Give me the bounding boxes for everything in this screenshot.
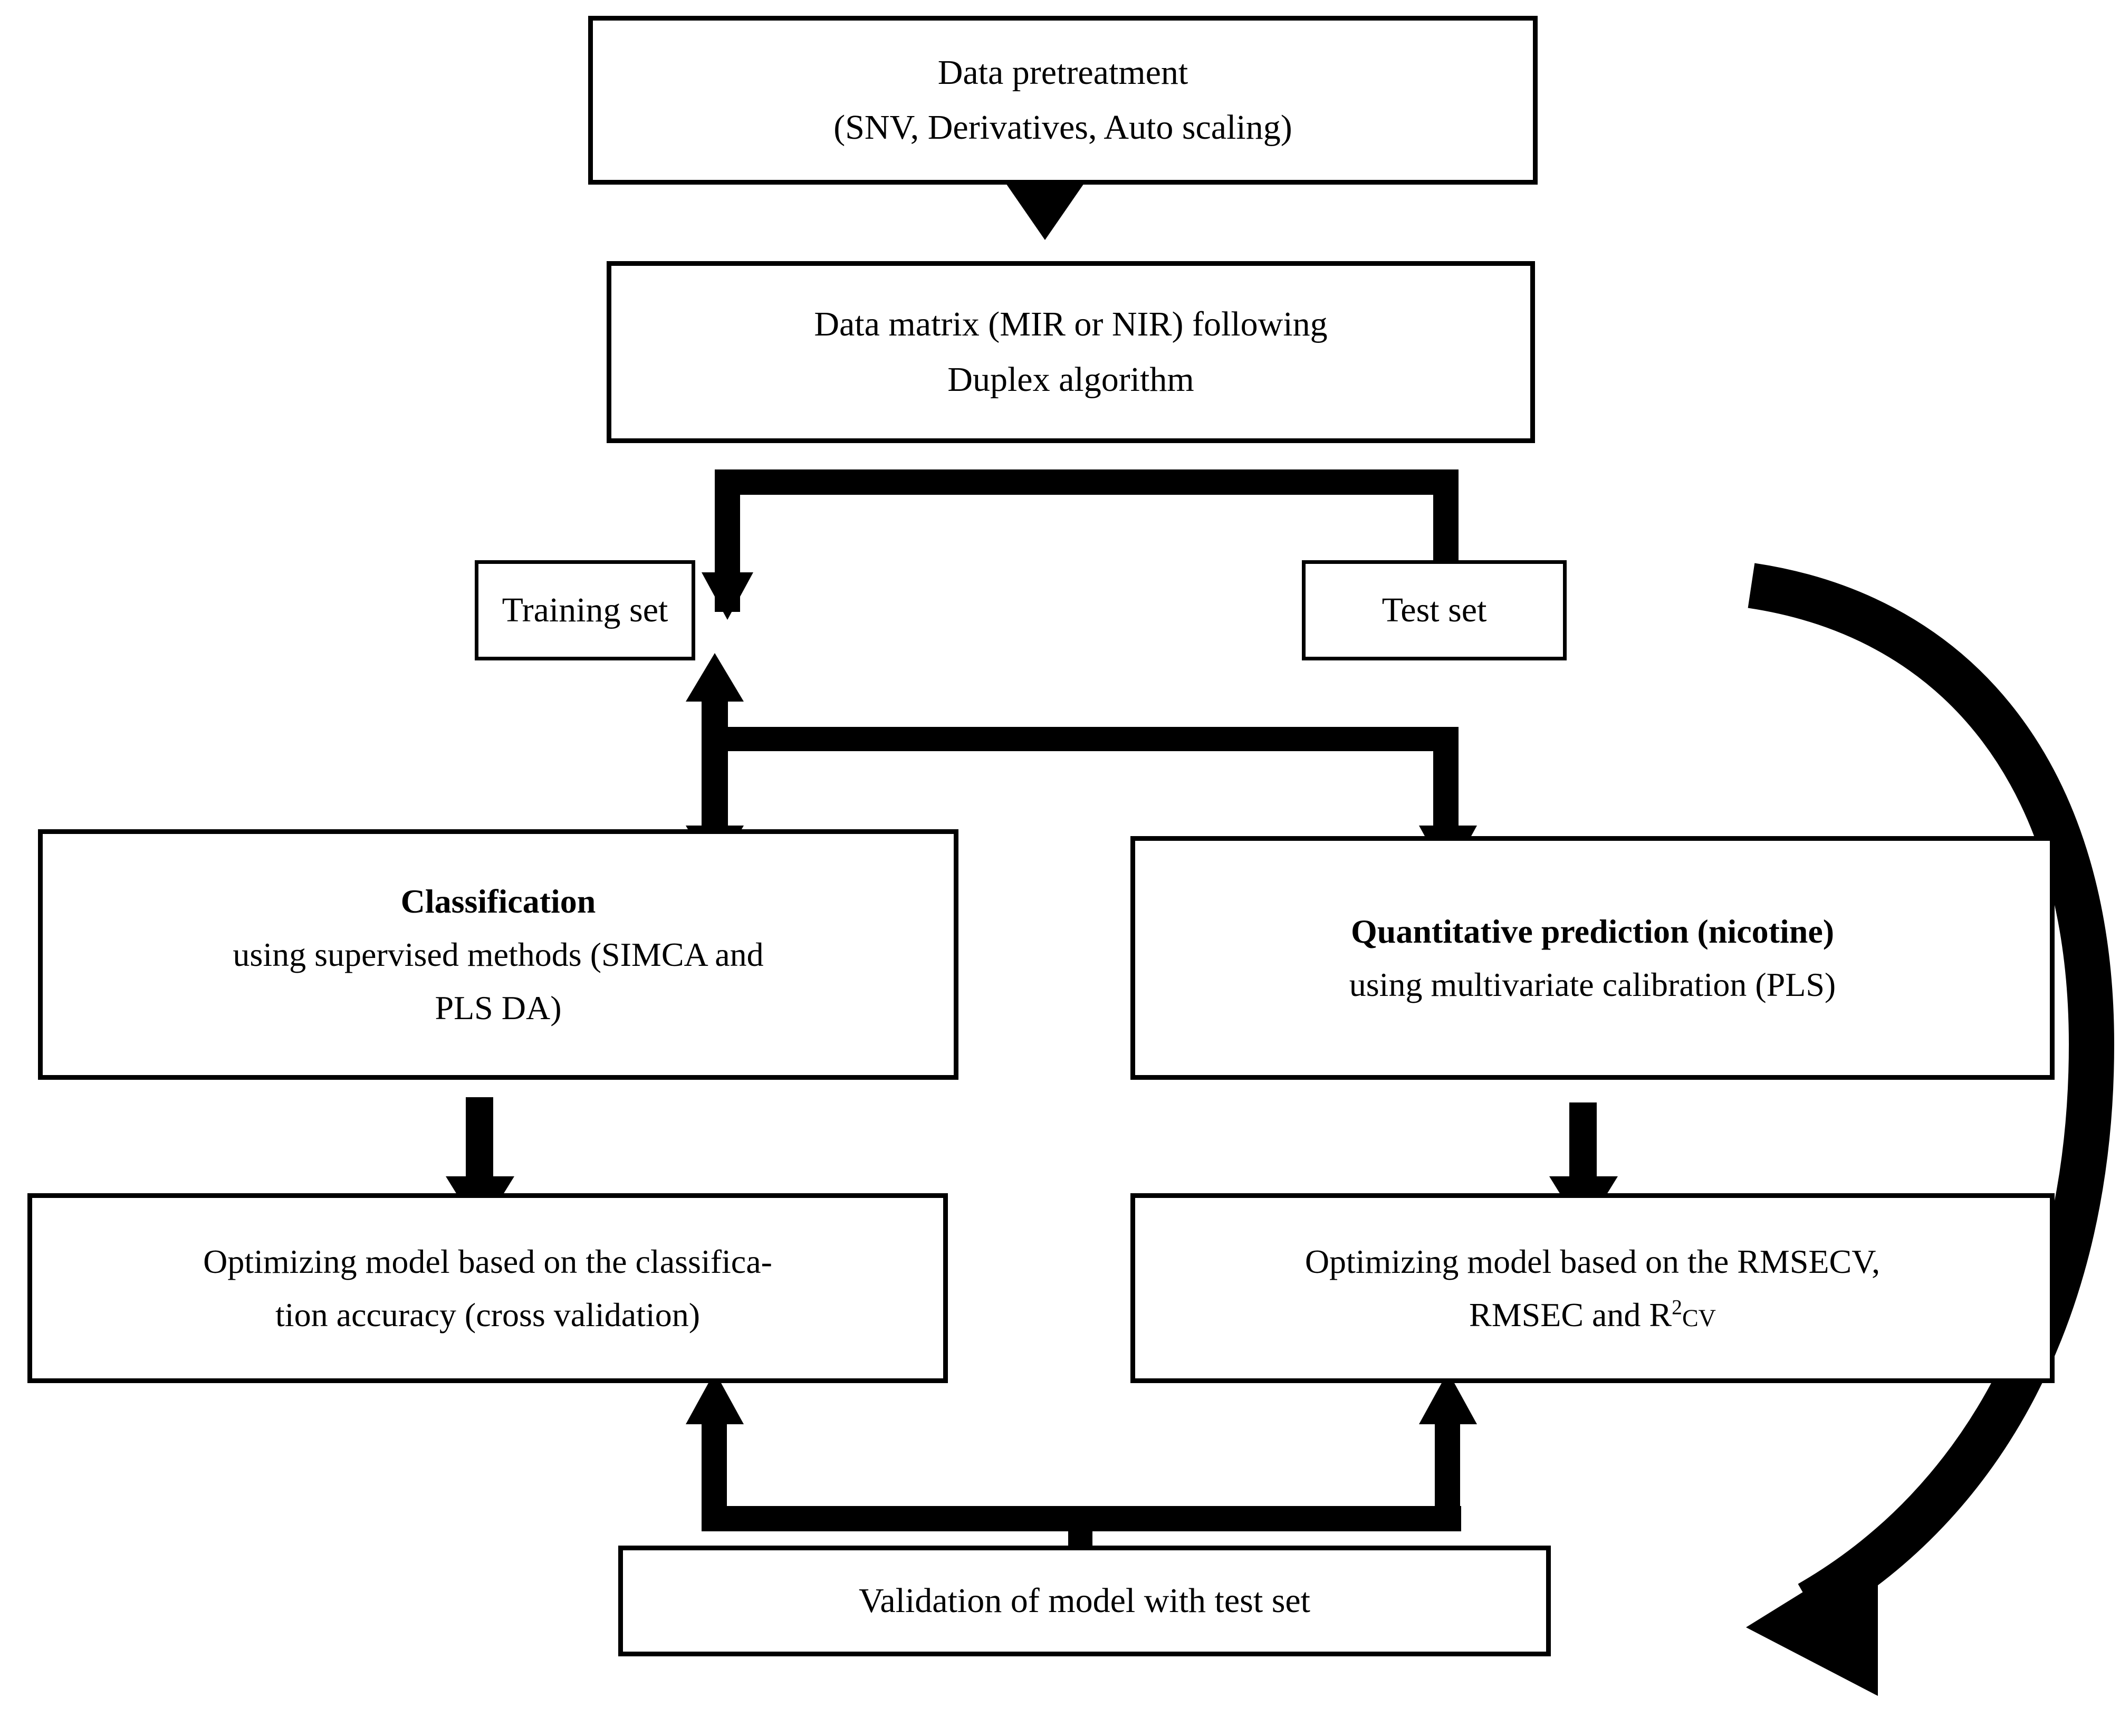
quantitative-line-2: using multivariate calibration (PLS) [1349, 966, 1836, 1003]
test-set-label: Test set [1382, 590, 1487, 629]
validation-label: Validation of model with test set [858, 1581, 1311, 1620]
pretreatment-line-1: Data pretreatment [937, 53, 1188, 92]
node-validation: Validation of model with test set [618, 1546, 1551, 1656]
optimize-quantitative-superscript: 2 [1672, 1296, 1682, 1319]
pretreatment-line-2: (SNV, Derivatives, Auto scaling) [833, 108, 1292, 147]
node-quantitative-prediction: Quantitative prediction (nicotine) using… [1130, 836, 2055, 1080]
node-data-pretreatment: Data pretreatment (SNV, Derivatives, Aut… [588, 16, 1538, 185]
optimize-quantitative-line-2-prefix: RMSEC and R [1469, 1296, 1672, 1334]
optimize-classification-line-2: tion accuracy (cross validation) [275, 1296, 700, 1334]
classification-line-3: PLS DA) [435, 989, 562, 1027]
optimize-classification-line-1: Optimizing model based on the classifica… [203, 1242, 772, 1280]
node-optimize-classification: Optimizing model based on the classifica… [27, 1193, 948, 1383]
connector-feedback-loop [1746, 563, 2115, 1696]
optimize-quantitative-line-1: Optimizing model based on the RMSECV, [1304, 1242, 1881, 1280]
optimize-quantitative-line-2: RMSEC and R2CV [1469, 1288, 1716, 1341]
data-matrix-line-2: Duplex algorithm [947, 360, 1194, 399]
optimize-quantitative-subscript: CV [1682, 1305, 1716, 1331]
quantitative-heading: Quantitative prediction (nicotine) [1350, 912, 1835, 950]
node-classification: Classification using supervised methods … [38, 829, 958, 1080]
data-matrix-line-1: Data matrix (MIR or NIR) following [814, 305, 1328, 344]
node-optimize-quantitative: Optimizing model based on the RMSECV, RM… [1130, 1193, 2055, 1383]
node-training-set: Training set [475, 560, 695, 660]
node-test-set: Test set [1302, 560, 1567, 660]
node-data-matrix: Data matrix (MIR or NIR) following Duple… [607, 261, 1535, 443]
training-set-label: Training set [502, 590, 668, 629]
classification-line-2: using supervised methods (SIMCA and [233, 935, 764, 973]
classification-heading: Classification [400, 882, 596, 920]
